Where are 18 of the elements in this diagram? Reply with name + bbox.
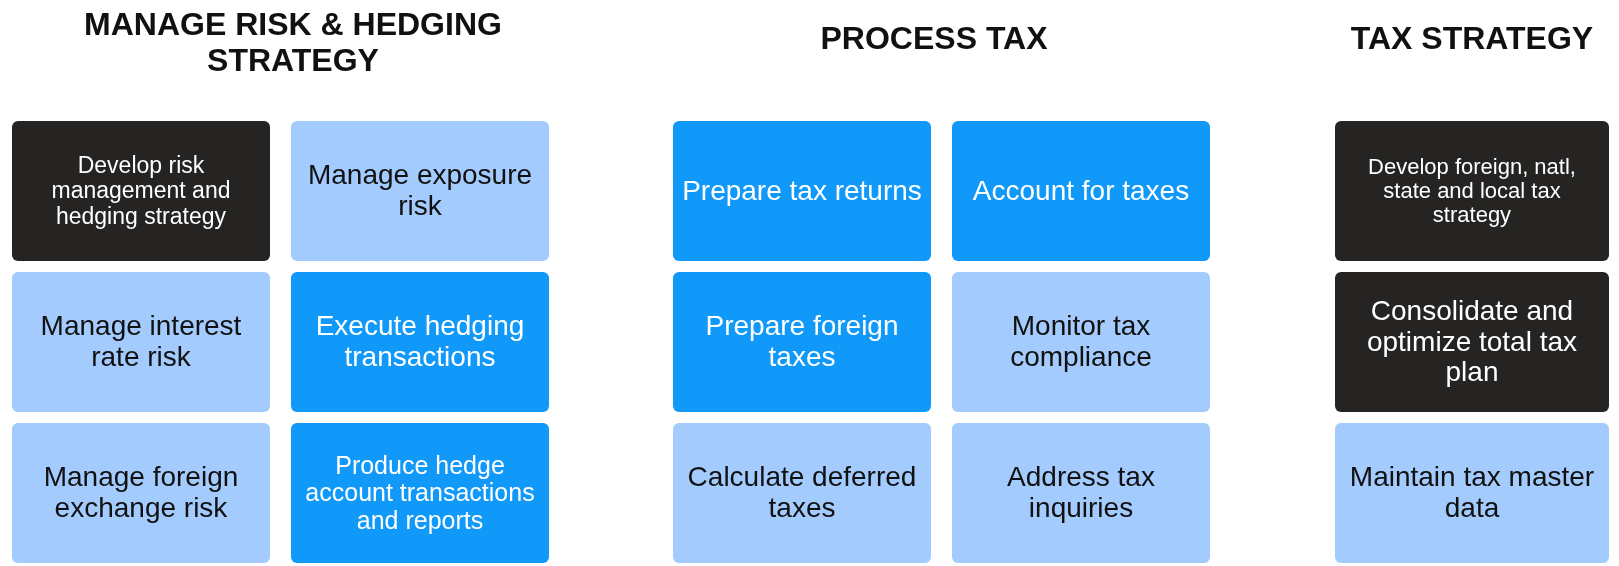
column-heading: TAX STRATEGY	[1349, 20, 1595, 56]
task-box: Develop foreign, natl, state and local tax strategy	[1335, 121, 1609, 261]
task-box: Monitor tax compliance	[952, 272, 1210, 412]
task-box: Address tax inquiries	[952, 423, 1210, 563]
column-heading: MANAGE RISK & HEDGING STRATEGY	[83, 6, 503, 78]
task-box: Manage exposure risk	[291, 121, 549, 261]
task-box: Develop risk management and hedging strategy	[12, 121, 270, 261]
task-box: Execute hedging transactions	[291, 272, 549, 412]
task-box: Prepare tax returns	[673, 121, 931, 261]
task-box: Calculate deferred taxes	[673, 423, 931, 563]
task-box: Manage interest rate risk	[12, 272, 270, 412]
task-box: Maintain tax master data	[1335, 423, 1609, 563]
column-heading: PROCESS TAX	[819, 20, 1049, 56]
task-box: Manage foreign exchange risk	[12, 423, 270, 563]
task-box: Produce hedge account transactions and reports	[291, 423, 549, 563]
task-box: Consolidate and optimize total tax plan	[1335, 272, 1609, 412]
task-box: Account for taxes	[952, 121, 1210, 261]
task-box: Prepare foreign taxes	[673, 272, 931, 412]
